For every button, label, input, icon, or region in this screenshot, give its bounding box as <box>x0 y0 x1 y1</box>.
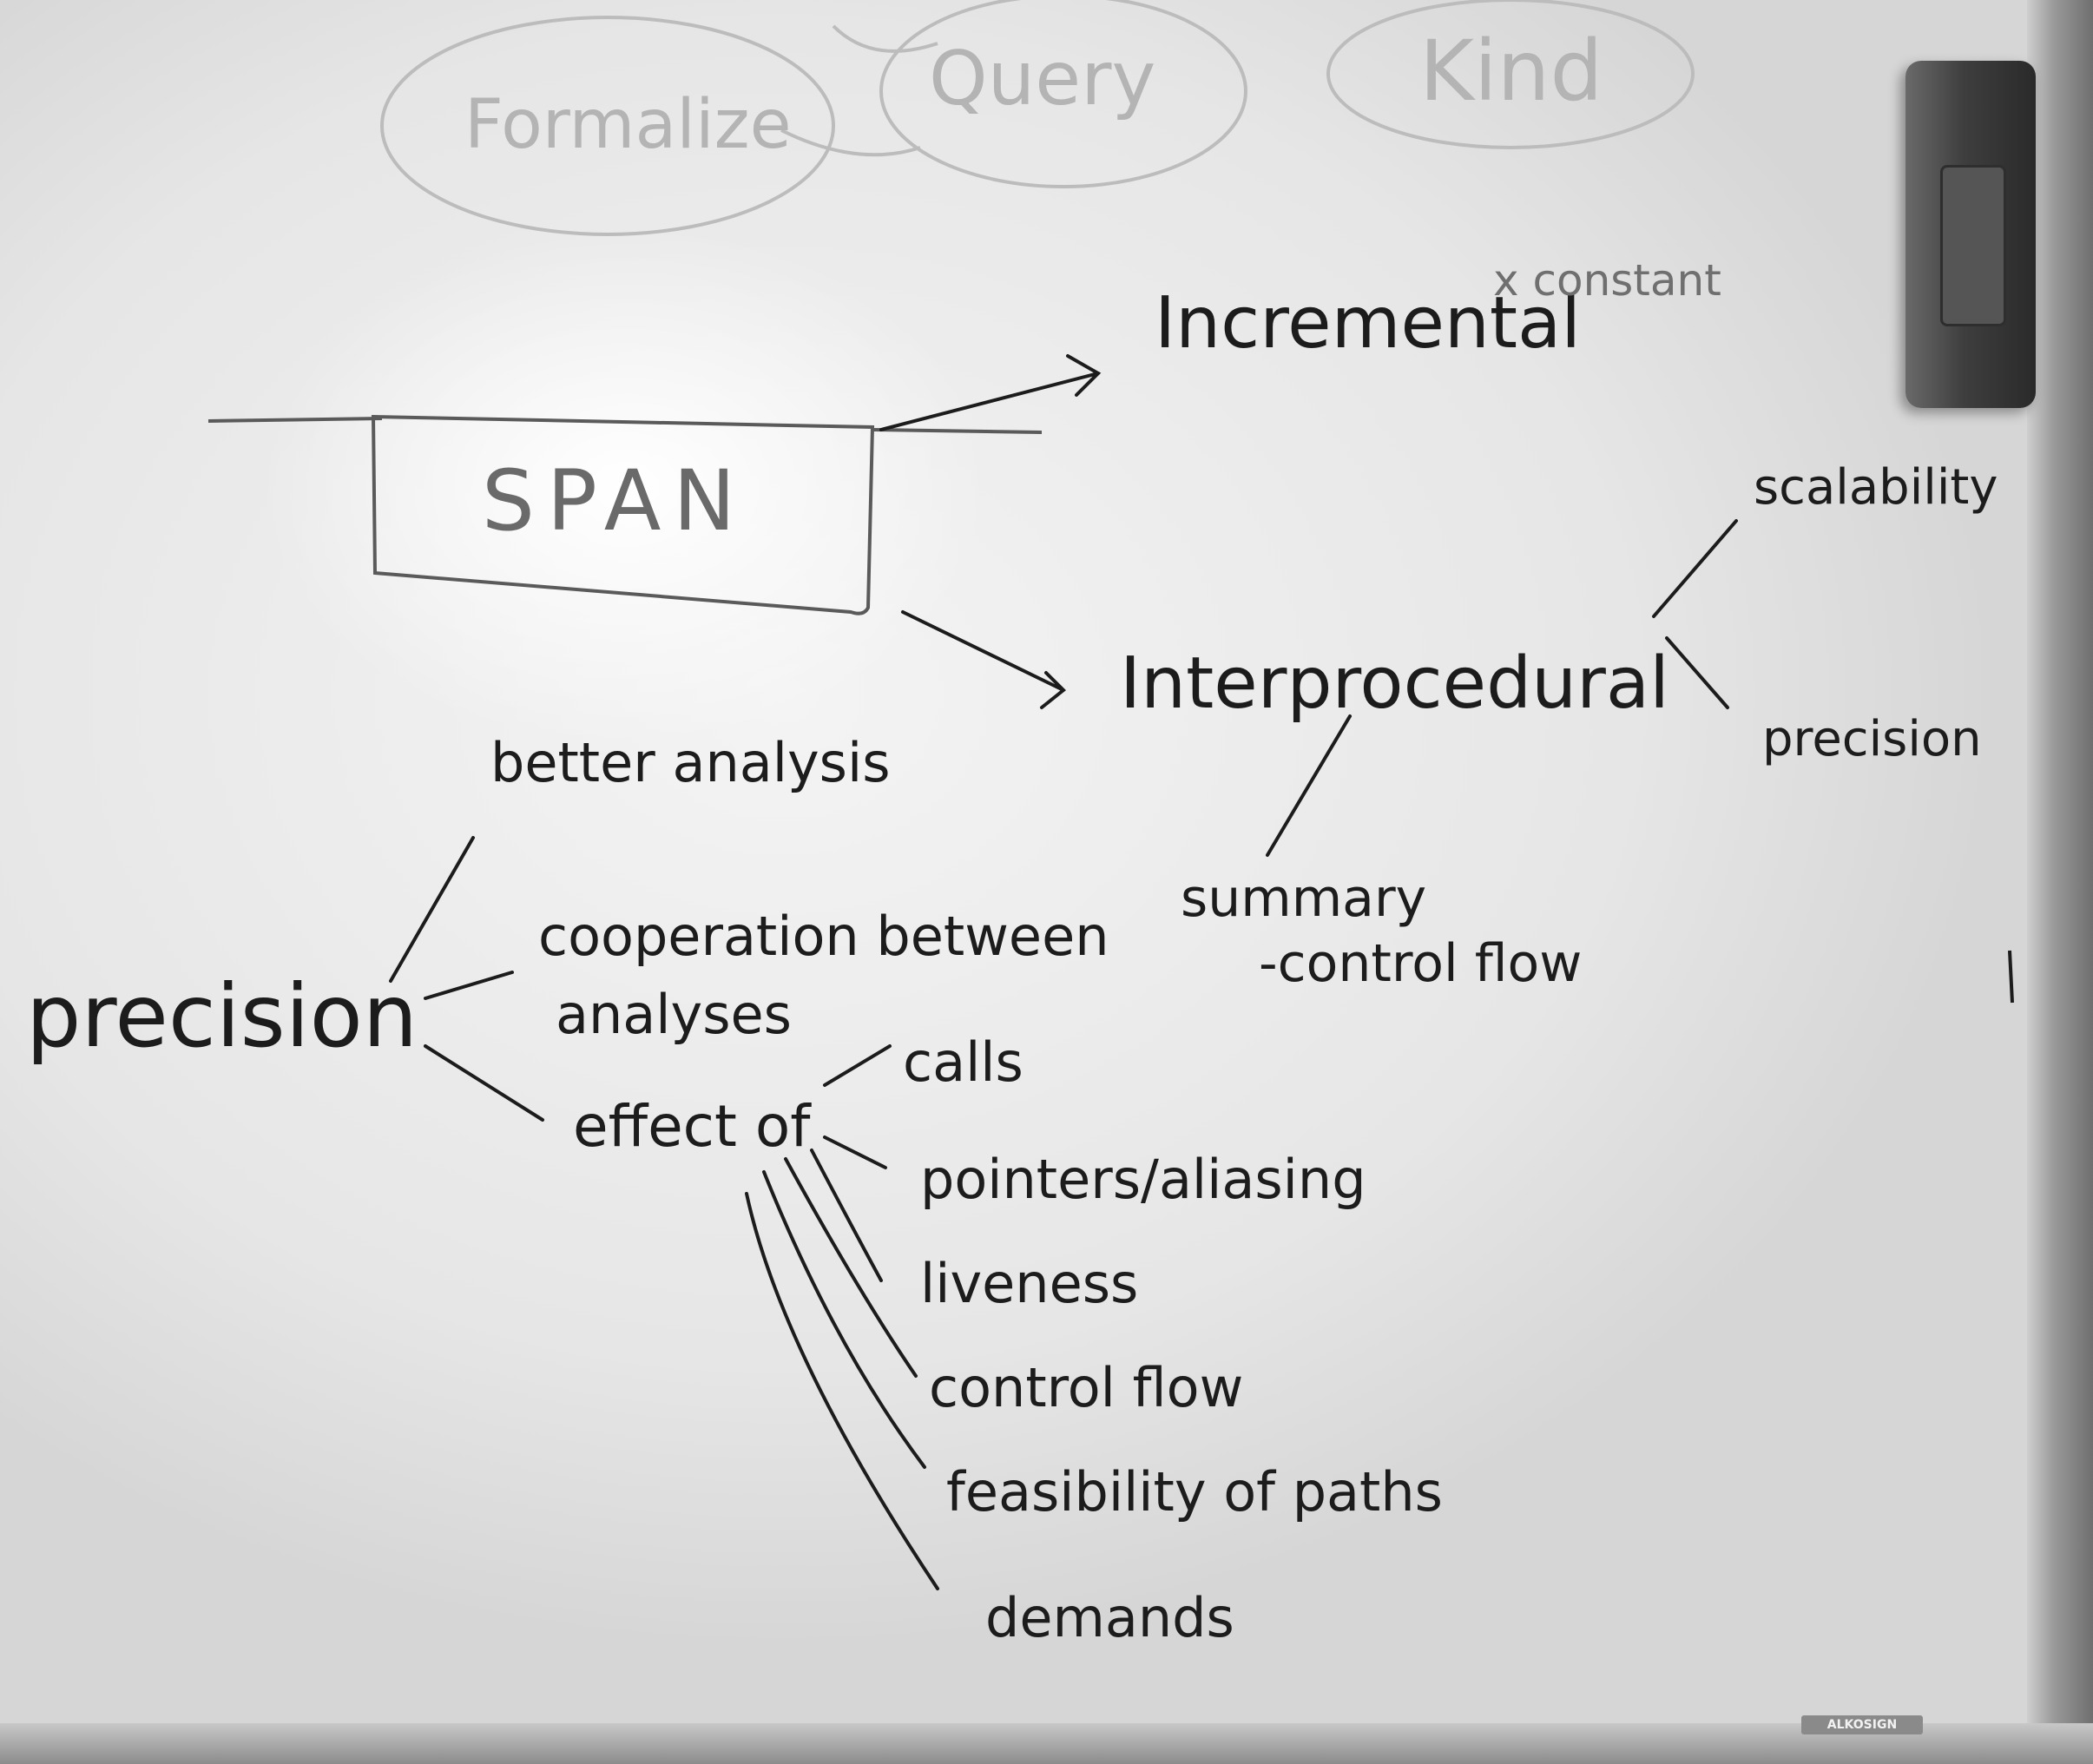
effect-of-text: effect of <box>573 1093 812 1160</box>
precision-root-text: precision <box>26 965 418 1067</box>
whiteboard-eraser <box>1905 61 2036 408</box>
arrow-to-interprocedural <box>901 610 1066 709</box>
arrows <box>879 354 1102 709</box>
effect-calls-text: calls <box>903 1030 1023 1094</box>
effect-control-flow-text: control flow <box>929 1356 1243 1419</box>
precision-branches <box>389 836 939 1590</box>
arrow-to-incremental <box>879 354 1102 431</box>
stray-mark <box>2008 950 2014 1004</box>
interprocedural-branches <box>1266 519 1738 857</box>
incremental-note: x constant <box>1493 255 1721 306</box>
summary-text: summary <box>1181 868 1426 929</box>
query-ellipse <box>879 0 1247 188</box>
erased-arrow-2 <box>780 128 921 157</box>
effect-liveness-text: liveness <box>920 1252 1138 1315</box>
whiteboard-frame-right <box>2027 0 2093 1764</box>
cooperation-line2-text: analyses <box>556 983 792 1046</box>
kind-ellipse <box>1326 0 1695 149</box>
formalize-text: Formalize <box>464 86 792 164</box>
better-analysis-text: better analysis <box>490 731 891 794</box>
erased-arrow <box>832 24 938 53</box>
kind-text: Kind <box>1419 23 1603 120</box>
erased-top-section <box>380 0 1695 236</box>
formalize-ellipse <box>380 16 835 236</box>
scalability-text: scalability <box>1754 459 1998 516</box>
query-text: Query <box>929 36 1155 122</box>
control-flow-summary-text: -control flow <box>1259 933 1582 994</box>
brand-label: ALKOSIGN <box>1801 1715 1923 1734</box>
effect-pointers-text: pointers/aliasing <box>920 1148 1366 1211</box>
span-text: SPAN <box>482 452 747 550</box>
interprocedural-text: Interprocedural <box>1120 642 1669 725</box>
whiteboard-frame-bottom <box>0 1723 2093 1764</box>
eraser-grip <box>1940 165 2006 326</box>
effect-demands-text: demands <box>985 1586 1234 1649</box>
span-box <box>207 414 1043 615</box>
precision-right-text: precision <box>1762 711 1982 767</box>
cooperation-line1-text: cooperation between <box>538 905 1109 968</box>
effect-feasibility-text: feasibility of paths <box>946 1460 1443 1524</box>
incremental-text: Incremental <box>1155 282 1581 365</box>
